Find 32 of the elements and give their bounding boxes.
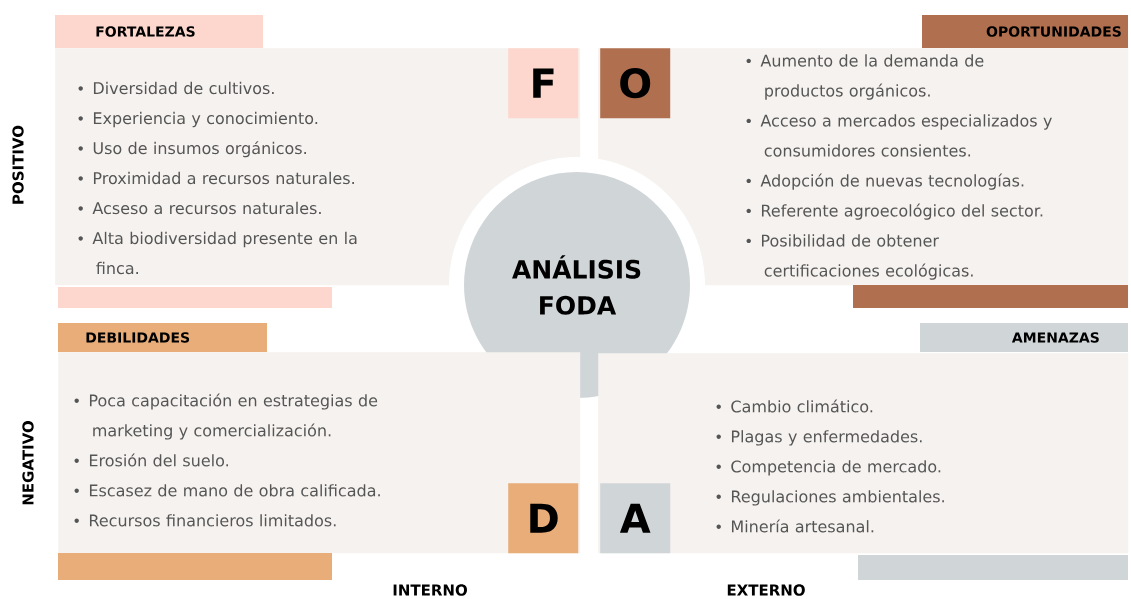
list-item: Referente agroecológico del sector. (746, 203, 1043, 220)
letter-square: O (600, 48, 671, 119)
list-item: Proximidad a recursos naturales. (78, 171, 354, 185)
list-item: Acceso a mercados especializados y consumidores consientes. (746, 114, 1052, 157)
list-item: Cambio climático. (716, 399, 873, 413)
letter-square: D (508, 483, 579, 554)
section-tab: FORTALEZAS (55, 15, 263, 48)
axis-label: INTERNO (393, 584, 467, 596)
letter-square: F (508, 48, 579, 119)
section-tab: OPORTUNIDADES (922, 15, 1128, 48)
list-item: Escasez de mano de obra calificada. (74, 484, 380, 497)
list-item: Minería artesanal. (716, 519, 874, 533)
axis-label: NEGATIVO (22, 421, 34, 505)
list-item: Poca capacitación en estrategias de marketing y comercialización. (74, 393, 378, 440)
list-item: Posibilidad de obtener certificaciones ecológicas. (746, 234, 973, 280)
list-item: Acseso a recursos naturales. (78, 201, 321, 215)
list-item: Uso de insumos orgánicos. (78, 141, 306, 158)
list-item: Adopción de nuevas tecnologías. (746, 173, 1024, 190)
list-item: Alta biodiversidad presente en la finca. (78, 231, 357, 275)
list-item: Diversidad de cultivos. (78, 81, 274, 95)
axis-label: POSITIVO (12, 125, 24, 204)
list-item: Aumento de la demanda de productos orgánicos. (746, 54, 984, 100)
axis-label: EXTERNO (727, 584, 805, 596)
list-item: Competencia de mercado. (716, 460, 941, 476)
section-tab: DEBILIDADES (58, 323, 267, 352)
letter-square: A (600, 483, 671, 554)
list-item: Plagas y enfermedades. (716, 430, 922, 446)
list-item: Recursos financieros limitados. (74, 514, 336, 527)
list-item: Regulaciones ambientales. (716, 490, 944, 506)
list-item: Erosión del suelo. (74, 453, 228, 467)
list-item: Experiencia y conocimiento. (78, 111, 318, 128)
section-tab: AMENAZAS (920, 323, 1128, 352)
